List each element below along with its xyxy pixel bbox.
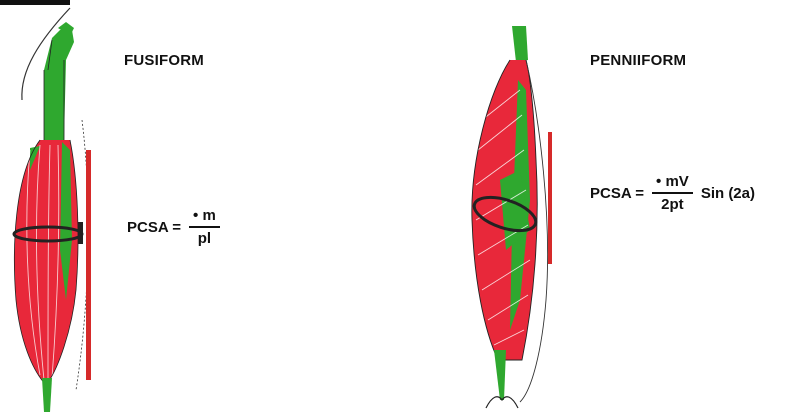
penniform-formula-suffix: Sin (2a) (701, 185, 755, 202)
penniform-length-bar (548, 132, 552, 264)
fusiform-numerator: • m (189, 207, 220, 228)
penniform-denominator: 2pt (661, 194, 684, 213)
fusiform-length-bar (86, 150, 91, 380)
penniform-fraction: • mV 2pt (652, 173, 693, 213)
cropped-heading-remnant (0, 0, 70, 5)
penniform-muscle (470, 26, 547, 408)
fusiform-fraction: • m pl (189, 207, 220, 247)
penniform-title: PENNIIFORM (590, 52, 686, 69)
fusiform-proximal-tendon (44, 30, 74, 140)
penniform-pcsa-formula: PCSA = • mV 2pt Sin (2a) (590, 173, 755, 213)
fusiform-distal-tendon (42, 378, 52, 412)
fusiform-title: FUSIFORM (124, 52, 204, 69)
fusiform-muscle (14, 8, 88, 412)
fusiform-formula-lhs: PCSA = (127, 219, 181, 236)
penniform-numerator: • mV (652, 173, 693, 194)
fusiform-pcsa-formula: PCSA = • m pl (127, 207, 228, 247)
penniform-distal-tendon (494, 350, 506, 400)
fusiform-denominator: pl (198, 228, 211, 247)
penniform-proximal-tendon (512, 26, 528, 62)
penniform-formula-lhs: PCSA = (590, 185, 644, 202)
